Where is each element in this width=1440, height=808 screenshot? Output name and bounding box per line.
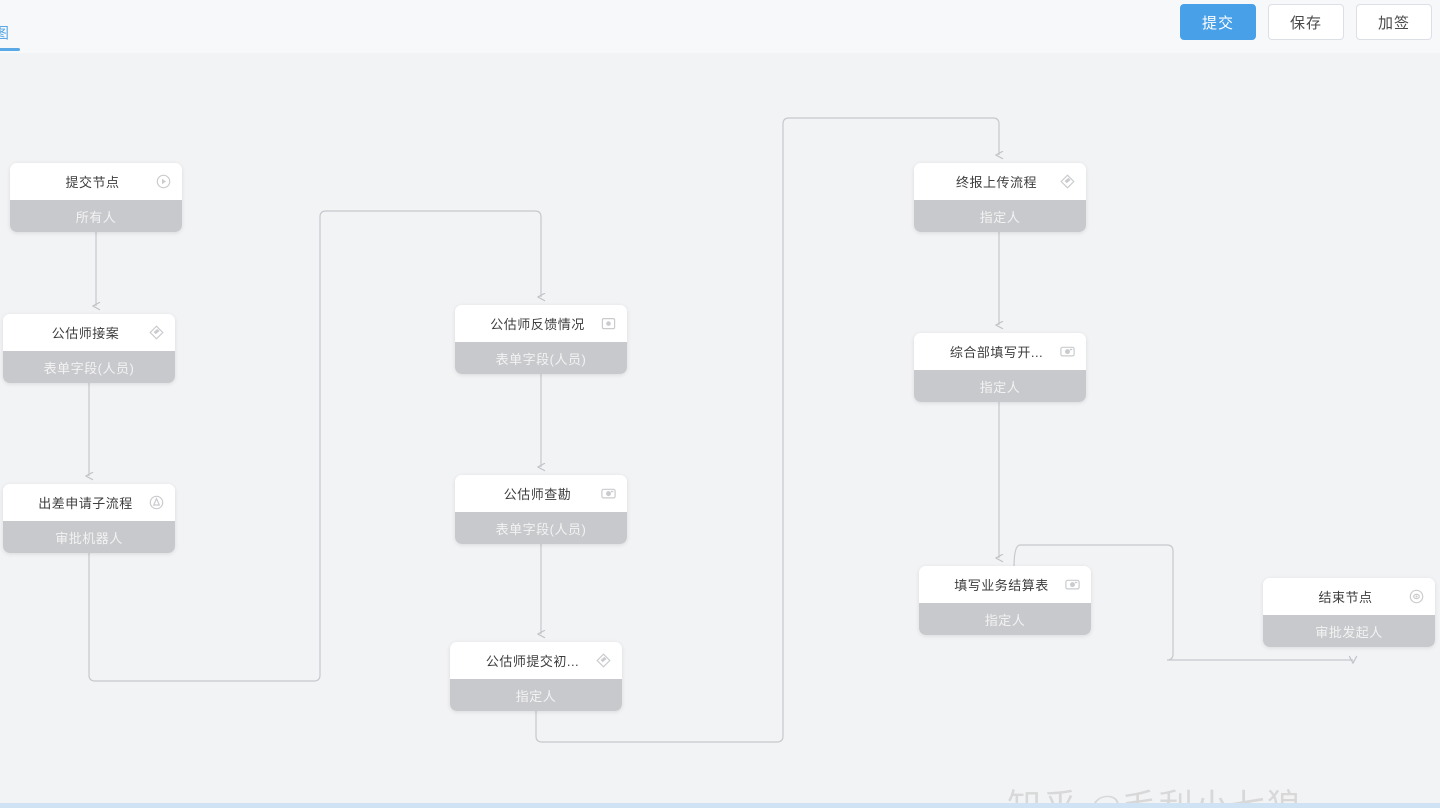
bottom-scroll-strip[interactable] xyxy=(0,803,1440,808)
flow-node-title: 终报上传流程 xyxy=(955,175,1037,190)
stamp-icon[interactable] xyxy=(600,315,617,332)
flow-node-n6[interactable]: 公估师提交初... 指定人 xyxy=(450,642,622,711)
flow-node-header: 公估师查勘 xyxy=(455,475,627,512)
flow-node-n5[interactable]: 公估师查勘表单字段(人员) xyxy=(455,475,627,544)
flow-node-n4[interactable]: 公估师反馈情况表单字段(人员) xyxy=(455,305,627,374)
flow-node-n9[interactable]: 填写业务结算表指定人 xyxy=(919,566,1091,635)
submit-button[interactable]: 提交 xyxy=(1180,4,1256,40)
flow-node-n2[interactable]: 公估师接案表单字段(人员) xyxy=(3,314,175,383)
flow-node-title: 提交节点 xyxy=(65,175,120,190)
flow-node-assignee: 审批发起人 xyxy=(1263,615,1435,647)
flow-canvas-inner: 提交节点所有人公估师接案表单字段(人员) 出差申请子流程审批机器人 公估师反馈情况表… xyxy=(0,53,1440,808)
save-button[interactable]: 保存 xyxy=(1268,4,1344,40)
flow-node-header: 填写业务结算表 xyxy=(919,566,1091,603)
flow-canvas[interactable]: 提交节点所有人公估师接案表单字段(人员) 出差申请子流程审批机器人 公估师反馈情况表… xyxy=(0,53,1440,808)
flow-node-n7[interactable]: 终报上传流程指定人 xyxy=(914,163,1086,232)
flow-node-assignee: 审批机器人 xyxy=(3,521,175,553)
flow-node-assignee: 指定人 xyxy=(914,370,1086,402)
edge-layer xyxy=(85,117,1358,743)
flow-node-header: 公估师接案 xyxy=(3,314,175,351)
flow-node-assignee: 指定人 xyxy=(914,200,1086,232)
camera-icon[interactable] xyxy=(600,485,617,502)
flow-edge-n3-to-n4[interactable] xyxy=(88,210,546,682)
top-bar: 流程图 提交 保存 加签 xyxy=(0,0,1440,54)
flow-node-header: 终报上传流程 xyxy=(914,163,1086,200)
flow-node-title: 结束节点 xyxy=(1318,590,1373,605)
flow-node-header: 结束节点 xyxy=(1263,578,1435,615)
flow-node-n1[interactable]: 提交节点所有人 xyxy=(10,163,182,232)
flow-node-header: 公估师提交初... xyxy=(450,642,622,679)
flow-node-n10[interactable]: 结束节点审批发起人 xyxy=(1263,578,1435,647)
flow-node-n8[interactable]: 综合部填写开... 指定人 xyxy=(914,333,1086,402)
flow-node-header: 综合部填写开... xyxy=(914,333,1086,370)
add-signature-button[interactable]: 加签 xyxy=(1356,4,1432,40)
flow-node-title: 公估师反馈情况 xyxy=(490,317,585,332)
flow-node-title: 综合部填写开... xyxy=(949,345,1044,360)
flow-node-header: 出差申请子流程 xyxy=(3,484,175,521)
flow-node-header: 提交节点 xyxy=(10,163,182,200)
play-circle-icon[interactable] xyxy=(155,173,172,190)
tab-strip: 流程图 xyxy=(0,0,1175,54)
flow-node-assignee: 表单字段(人员) xyxy=(3,351,175,383)
diamond-icon[interactable] xyxy=(1059,173,1076,190)
diamond-icon[interactable] xyxy=(148,324,165,341)
flow-node-title: 公估师查勘 xyxy=(503,487,572,502)
target-circle-icon[interactable] xyxy=(1408,588,1425,605)
flow-node-assignee: 所有人 xyxy=(10,200,182,232)
flow-node-title: 公估师提交初... xyxy=(485,654,580,669)
tab-flowchart[interactable]: 流程图 xyxy=(0,25,11,42)
toolbar-actions: 提交 保存 加签 xyxy=(1180,4,1432,40)
tab-active-indicator xyxy=(0,48,20,51)
diamond-icon[interactable] xyxy=(595,652,612,669)
flow-node-title: 公估师接案 xyxy=(51,326,120,341)
flow-node-title: 填写业务结算表 xyxy=(954,578,1049,593)
flow-node-assignee: 指定人 xyxy=(919,603,1091,635)
robot-circle-icon[interactable] xyxy=(148,494,165,511)
camera-icon[interactable] xyxy=(1059,343,1076,360)
flow-node-header: 公估师反馈情况 xyxy=(455,305,627,342)
flow-node-assignee: 表单字段(人员) xyxy=(455,342,627,374)
flow-node-assignee: 指定人 xyxy=(450,679,622,711)
flow-node-assignee: 表单字段(人员) xyxy=(455,512,627,544)
camera-icon[interactable] xyxy=(1064,576,1081,593)
flow-node-title: 出差申请子流程 xyxy=(38,496,133,511)
flow-node-n3[interactable]: 出差申请子流程审批机器人 xyxy=(3,484,175,553)
